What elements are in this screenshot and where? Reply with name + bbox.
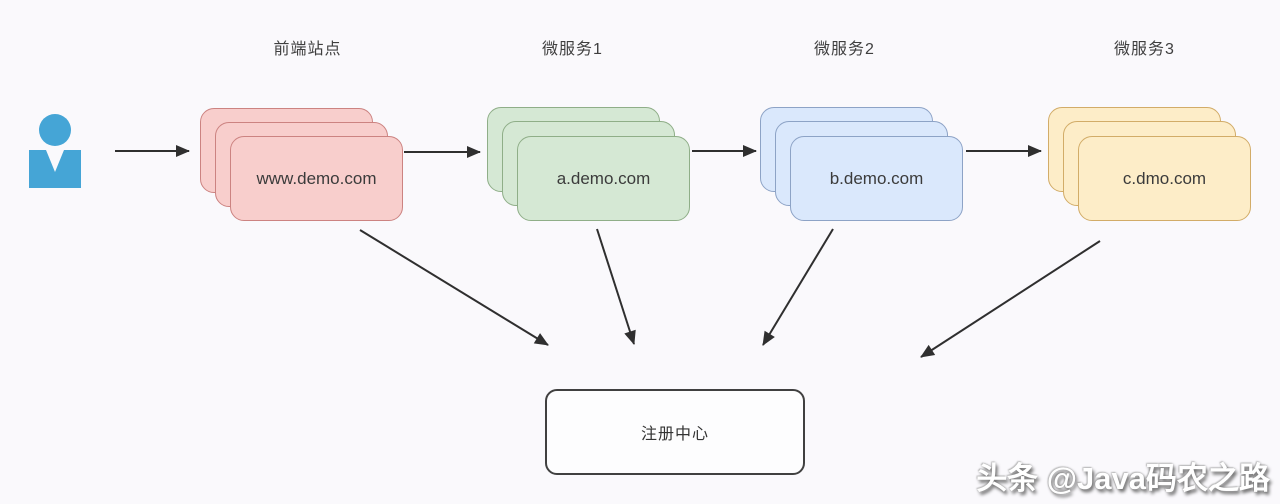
- watermark: 头条 @Java码农之路: [976, 461, 1270, 496]
- service2-box-text: b.demo.com: [829, 168, 924, 188]
- service3-box-text: c.dmo.com: [1122, 168, 1207, 188]
- service1-box: a.demo.com: [517, 136, 690, 221]
- registry-label: 注册中心: [640, 426, 709, 443]
- registry-box: 注册中心: [545, 389, 805, 475]
- service2-label: 微服务2: [814, 41, 875, 58]
- frontend-box-text: www.demo.com: [256, 168, 377, 188]
- service1-box-text: a.demo.com: [556, 168, 651, 188]
- arrow-service2-to-registry: [762, 228, 834, 346]
- service3-box: c.dmo.com: [1078, 136, 1251, 221]
- frontend-label: 前端站点: [273, 41, 342, 58]
- arrow-frontend-to-registry: [359, 229, 549, 346]
- service2-box: b.demo.com: [790, 136, 963, 221]
- arrow-service1-to-registry: [596, 228, 636, 345]
- arrow-service3-to-registry: [920, 240, 1101, 358]
- service1-label: 微服务1: [542, 41, 603, 58]
- user-icon: [29, 114, 81, 188]
- service3-label: 微服务3: [1114, 41, 1175, 58]
- frontend-box: www.demo.com: [230, 136, 403, 221]
